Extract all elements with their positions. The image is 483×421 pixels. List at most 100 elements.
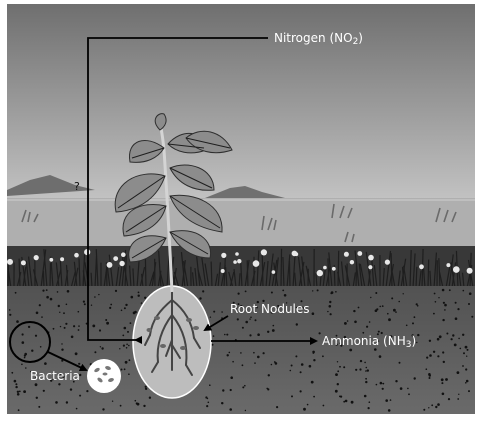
soil-particle	[457, 308, 460, 311]
grass-blade	[261, 250, 264, 289]
soil-particle	[464, 345, 468, 349]
soil-particle	[274, 362, 278, 365]
grass-blade	[217, 262, 221, 289]
soil-particle	[458, 393, 460, 395]
grass-blade	[265, 261, 269, 289]
soil-particle	[143, 404, 146, 408]
grass-blade	[40, 249, 47, 289]
grass-blade	[412, 253, 416, 289]
soil-particle	[144, 387, 148, 390]
soil-particle	[211, 343, 214, 346]
soil-particle	[445, 378, 448, 381]
soil-particle	[448, 289, 451, 292]
soil-particle	[128, 373, 130, 376]
soil-particle	[237, 292, 240, 295]
soil-particle	[245, 320, 248, 324]
soil-particle	[337, 370, 340, 373]
soil-particle	[442, 318, 445, 322]
flower	[221, 252, 227, 258]
soil-particle	[466, 348, 469, 351]
soil-particle	[14, 291, 17, 294]
soil-particle	[35, 311, 39, 315]
soil-particle	[423, 408, 426, 411]
flower	[220, 269, 225, 273]
soil-particle	[362, 331, 365, 334]
soil-particle	[277, 307, 280, 310]
soil-particle	[123, 307, 126, 310]
soil-particle	[124, 360, 128, 364]
soil-particle	[226, 333, 229, 336]
soil-particle	[340, 344, 343, 347]
soil-particle	[381, 387, 384, 390]
grass-blade	[337, 250, 340, 289]
soil-particle	[270, 311, 274, 314]
lake	[7, 198, 475, 250]
soil-particle	[137, 291, 140, 294]
soil-particle	[370, 296, 372, 299]
soil-particle	[109, 306, 112, 309]
soil-particle	[77, 329, 80, 331]
soil-particle	[465, 368, 468, 371]
soil-particle	[23, 390, 26, 393]
grass-blade	[280, 248, 283, 289]
soil-particle	[101, 347, 104, 350]
soil-particle	[267, 330, 270, 333]
soil-particle	[465, 379, 469, 383]
soil-particle	[65, 401, 69, 404]
soil-particle	[442, 301, 445, 304]
soil-particle	[306, 403, 309, 406]
soil-particle	[232, 301, 235, 304]
soil-particle	[52, 327, 55, 330]
soil-particle	[282, 289, 285, 292]
soil-particle	[452, 334, 455, 337]
grass-blade	[467, 259, 474, 289]
soil-particle	[378, 355, 382, 358]
flower	[252, 260, 260, 267]
soil-particle	[11, 371, 14, 374]
soil-particle	[235, 306, 238, 309]
soil-particle	[120, 309, 123, 312]
bacteria-arrow	[47, 351, 88, 372]
soil-particle	[447, 398, 451, 401]
soil-particle	[242, 386, 245, 389]
soil-particle	[69, 388, 73, 391]
soil-particle	[402, 293, 404, 295]
grass-blade	[210, 261, 213, 289]
grass-blade	[78, 258, 81, 289]
flower	[291, 250, 298, 257]
soil-particle	[379, 381, 383, 385]
soil-particle	[249, 334, 252, 337]
soil-particle	[387, 409, 391, 412]
bacteria-label: Bacteria	[30, 369, 80, 383]
soil-particle	[398, 300, 401, 303]
soil-particle	[213, 310, 216, 313]
soil-particle	[83, 303, 86, 306]
soil-particle	[57, 304, 60, 308]
soil-particle	[55, 401, 58, 404]
soil-particle	[339, 365, 341, 368]
soil-particle	[389, 399, 392, 401]
soil-particle	[221, 311, 223, 313]
soil-particle	[13, 379, 17, 383]
mountain-right	[205, 186, 285, 198]
grass-blade	[298, 261, 305, 289]
soil-particle	[428, 339, 432, 342]
grass-blade	[121, 249, 127, 289]
soil-particle	[221, 402, 223, 404]
flower	[446, 263, 451, 268]
soil-particle	[256, 300, 259, 304]
soil-particle	[111, 400, 114, 402]
flower	[323, 265, 327, 270]
soil-particle	[266, 387, 269, 390]
grass-blade	[354, 250, 360, 289]
root-nodules-arrow	[203, 315, 229, 332]
soil-particle	[199, 297, 202, 300]
grass-blade	[151, 262, 157, 289]
soil-particle	[450, 338, 453, 341]
flower	[49, 257, 54, 262]
soil-particle	[442, 360, 445, 364]
soil-particle	[407, 387, 409, 390]
flower	[419, 264, 424, 270]
soil-particle	[9, 313, 12, 316]
soil-particle	[240, 352, 242, 354]
